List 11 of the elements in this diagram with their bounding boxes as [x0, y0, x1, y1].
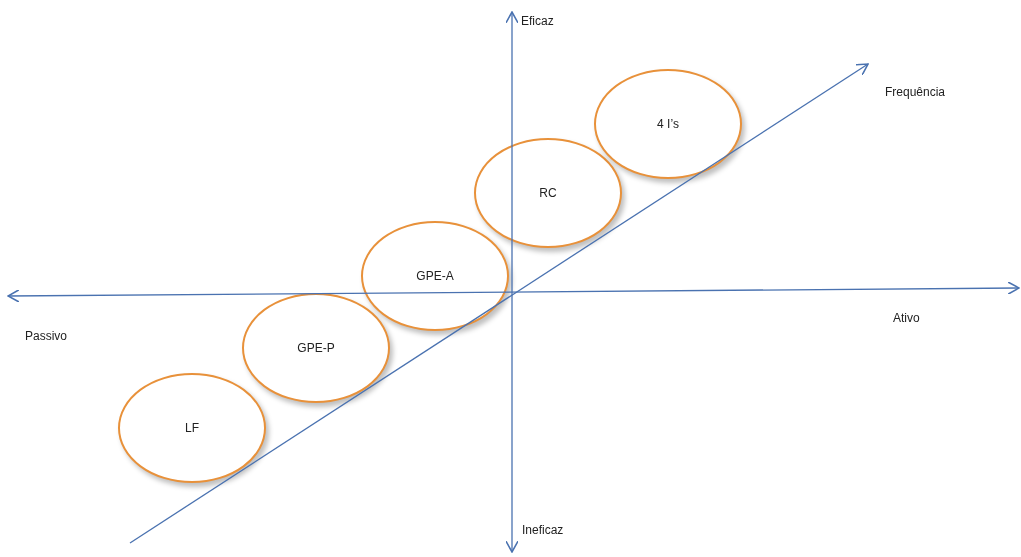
axis-label: Frequência — [885, 85, 946, 99]
axis-label: Eficaz — [521, 14, 554, 28]
node-label: 4 I’s — [657, 117, 679, 131]
axis-label: Passivo — [25, 329, 68, 343]
ellipse — [242, 293, 390, 403]
axis-label: Ativo — [893, 311, 920, 325]
node-label: GPE-P — [297, 341, 335, 355]
axis-label: Ineficaz — [522, 523, 564, 537]
node-label: LF — [185, 421, 199, 435]
node-label: RC — [539, 186, 557, 200]
node-label: GPE-A — [416, 269, 454, 283]
